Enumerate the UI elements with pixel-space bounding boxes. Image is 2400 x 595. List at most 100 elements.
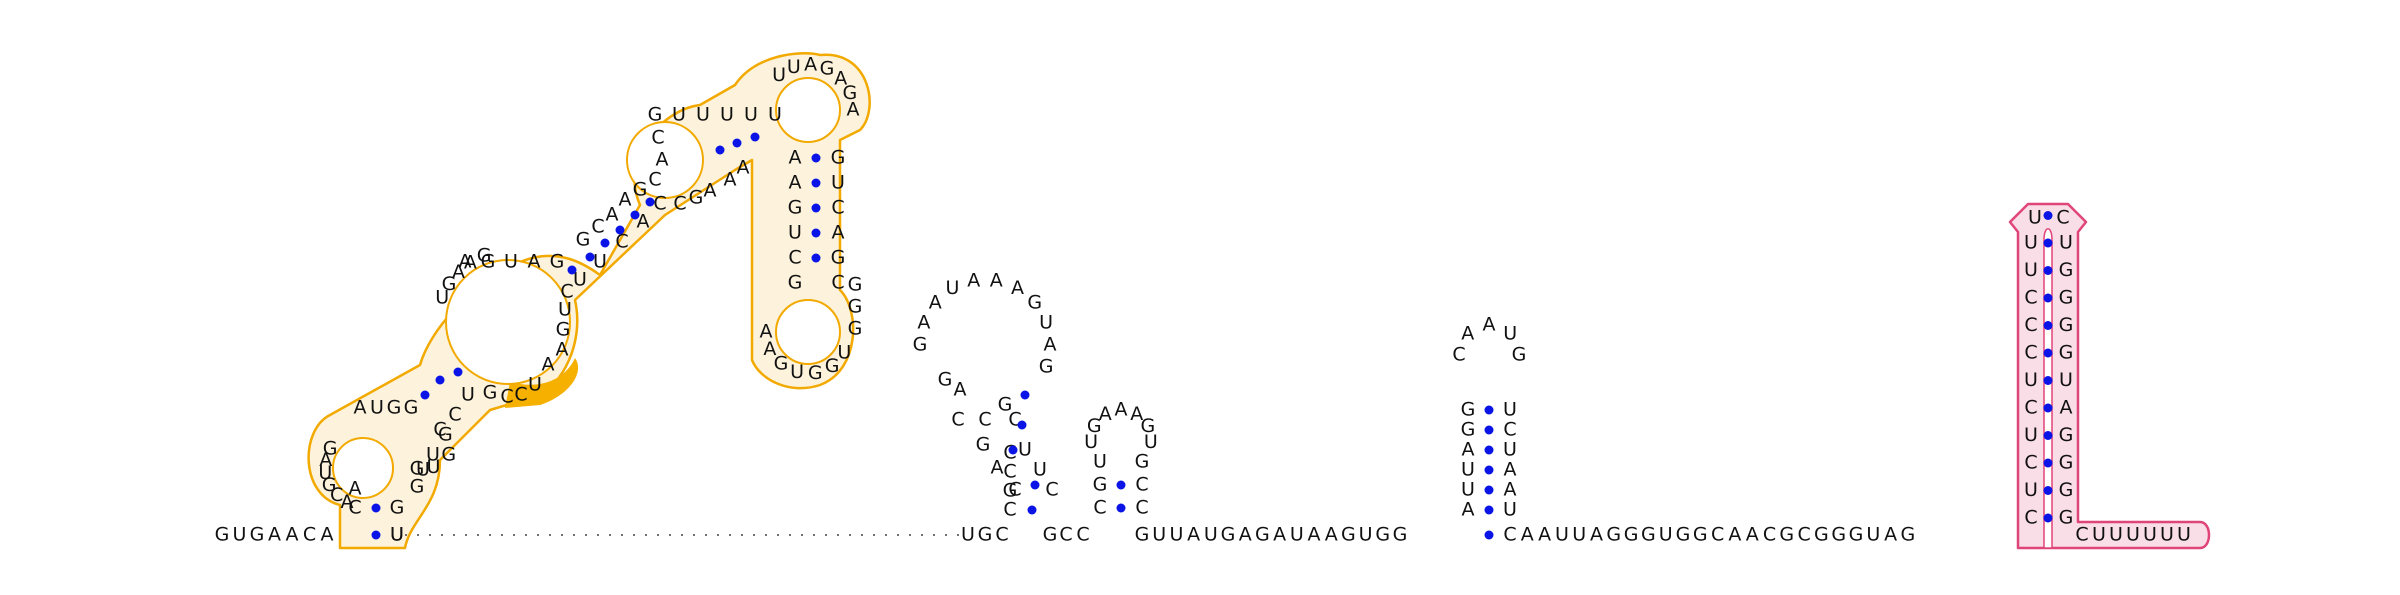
loop-hole xyxy=(626,121,704,199)
nucleotide: G xyxy=(2059,479,2074,501)
nucleotide: G xyxy=(442,273,457,295)
nucleotide: G xyxy=(1693,524,1708,546)
nucleotide: U xyxy=(1555,524,1569,546)
base-pair-dot xyxy=(1484,465,1494,475)
nucleotide: G xyxy=(689,187,704,209)
nucleotide: U xyxy=(1359,524,1373,546)
nucleotide: A xyxy=(321,524,334,546)
nucleotide: G xyxy=(913,334,928,356)
base-pair-dot xyxy=(2043,238,2053,248)
nucleotide: G xyxy=(2059,507,2074,529)
nucleotide: U xyxy=(1461,459,1475,481)
nucleotide: G xyxy=(2059,287,2074,309)
nucleotide: C xyxy=(1135,497,1148,519)
nucleotide: U xyxy=(2109,524,2123,546)
nucleotide: A xyxy=(991,457,1004,479)
nucleotide: G xyxy=(788,197,803,219)
nucleotide: A xyxy=(354,397,367,419)
nucleotide: A xyxy=(834,68,847,90)
nucleotide: A xyxy=(637,211,650,233)
nucleotide: U xyxy=(2092,524,2106,546)
nucleotide: G xyxy=(820,58,835,80)
base-pair-dot xyxy=(732,138,742,148)
nucleotide: U xyxy=(1084,431,1098,453)
nucleotide: A xyxy=(1044,334,1057,356)
nucleotide: A xyxy=(656,149,669,171)
nucleotide: G xyxy=(410,458,425,480)
nucleotide: U xyxy=(2059,369,2073,391)
nucleotide: U xyxy=(2177,524,2191,546)
nucleotide: G xyxy=(808,362,823,384)
base-pair-dot xyxy=(630,210,640,220)
base-pair-dot xyxy=(453,367,463,377)
nucleotide: A xyxy=(832,222,845,244)
nucleotide: U xyxy=(961,524,975,546)
nucleotide: C xyxy=(648,169,661,191)
nucleotide: U xyxy=(2024,424,2038,446)
nucleotide: G xyxy=(1221,524,1236,546)
nucleotide: U xyxy=(744,104,758,126)
nucleotide: G xyxy=(322,474,337,496)
nucleotide: U xyxy=(573,269,587,291)
base-pair-dot xyxy=(2043,486,2053,495)
nucleotide: A xyxy=(528,251,541,273)
nucleotide: G xyxy=(648,104,663,126)
nucleotide: U xyxy=(1866,524,1880,546)
nucleotide: A xyxy=(804,54,817,76)
nucleotide: G xyxy=(481,251,496,273)
nucleotide: A xyxy=(1187,524,1200,546)
nucleotide: U xyxy=(318,462,332,484)
nucleotide: A xyxy=(1273,524,1286,546)
nucleotide: C xyxy=(1711,524,1724,546)
nucleotide: U xyxy=(1503,439,1517,461)
base-pair-dot xyxy=(1484,445,1494,455)
nucleotide: A xyxy=(1461,322,1474,344)
base-pair-dot xyxy=(600,238,610,248)
nucleotide: C xyxy=(591,216,604,238)
base-pair-dot xyxy=(371,503,381,513)
base-pair-dot xyxy=(1027,505,1037,515)
nucleotide: U xyxy=(2024,232,2038,254)
nucleotide: U xyxy=(370,397,384,419)
nucleotide: U xyxy=(1033,459,1047,481)
nucleotide: C xyxy=(303,524,316,546)
nucleotide: C xyxy=(433,419,446,441)
nucleotide: U xyxy=(390,524,404,546)
nucleotide: G xyxy=(1140,415,1155,437)
nucleotide: A xyxy=(724,169,737,191)
nucleotide: U xyxy=(416,459,430,481)
nucleotide: C xyxy=(651,127,664,149)
nucleotide: C xyxy=(1763,524,1776,546)
nucleotide: G xyxy=(633,179,648,201)
nucleotide: A xyxy=(1130,403,1143,425)
nucleotide: U xyxy=(1503,322,1517,344)
nucleotide: G xyxy=(410,476,425,498)
nucleotide: C xyxy=(1045,479,1058,501)
base-pair-dot xyxy=(1030,480,1040,490)
nucleotide: A xyxy=(1011,277,1024,299)
nucleotide: C xyxy=(1003,461,1016,483)
base-pair-dot xyxy=(811,153,821,163)
nucleotide: G xyxy=(848,274,863,296)
nucleotide: U xyxy=(790,361,804,383)
base-pair-dot xyxy=(715,145,725,155)
nucleotide: A xyxy=(967,269,980,291)
base-pair-dot xyxy=(811,203,821,213)
nucleotide: U xyxy=(831,172,845,194)
nucleotide: U xyxy=(1659,524,1673,546)
nucleotide: U xyxy=(2160,524,2174,546)
nucleotide: G xyxy=(1393,524,1408,546)
nucleotide: U xyxy=(787,56,801,78)
nucleotide: G xyxy=(1255,524,1270,546)
base-pair-dot xyxy=(811,253,821,263)
nucleotide: C xyxy=(831,197,844,219)
nucleotide: C xyxy=(2024,452,2037,474)
nucleotide: A xyxy=(954,379,967,401)
nucleotide: U xyxy=(1039,311,1053,333)
base-pair-dot xyxy=(2043,321,2053,330)
nucleotide: C xyxy=(2024,287,2037,309)
nucleotide: U xyxy=(1144,431,1158,453)
nucleotide: U xyxy=(2059,232,2073,254)
nucleotide: U xyxy=(426,444,440,466)
nucleotide: A xyxy=(1308,524,1321,546)
